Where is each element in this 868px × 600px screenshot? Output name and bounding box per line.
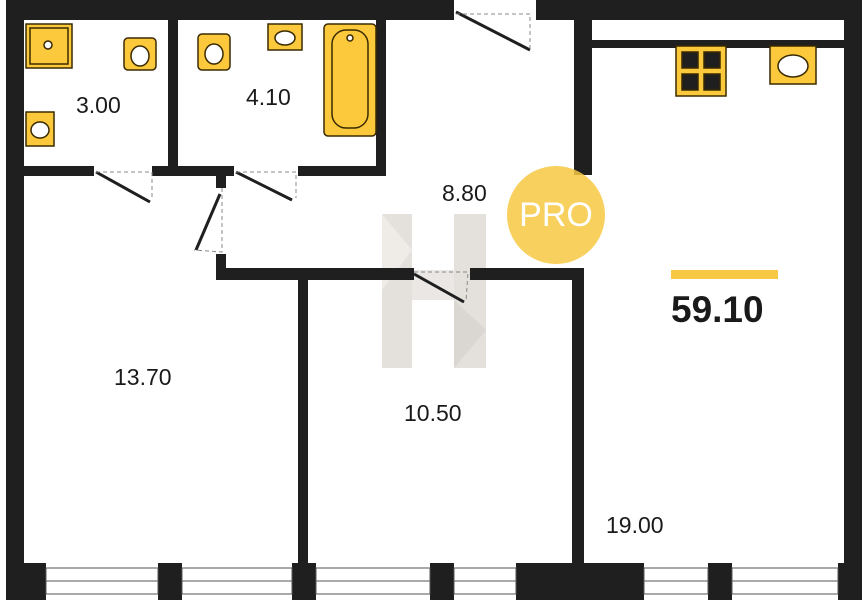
shower-icon: [25, 23, 73, 69]
room-area-bathroom: 3.00: [76, 92, 121, 118]
bathtub-icon: [323, 23, 377, 137]
room-area-living-kitchen: 19.00: [606, 512, 664, 538]
total-area: 59.10: [671, 289, 764, 330]
logo-watermark-icon: [382, 214, 486, 368]
toilet-icon: [123, 37, 157, 71]
sink-icon: [267, 23, 303, 51]
door-icon: [95, 10, 531, 304]
room-area-bedroom-middle: 10.50: [404, 400, 462, 426]
total-area-accent-bar: [671, 270, 778, 279]
stove-icon: [675, 45, 727, 97]
pro-badge-text: PRO: [519, 195, 593, 234]
room-area-bedroom-left: 13.70: [114, 364, 172, 390]
window-icon: [45, 567, 839, 595]
walls: [6, 0, 862, 600]
fixtures: [25, 23, 817, 147]
sink-icon: [25, 111, 55, 147]
room-area-toilet-bath: 4.10: [246, 84, 291, 110]
sink-icon: [769, 45, 817, 85]
pro-badge: PRO: [507, 166, 605, 264]
toilet-icon: [197, 33, 231, 71]
room-area-hallway: 8.80: [442, 180, 487, 206]
